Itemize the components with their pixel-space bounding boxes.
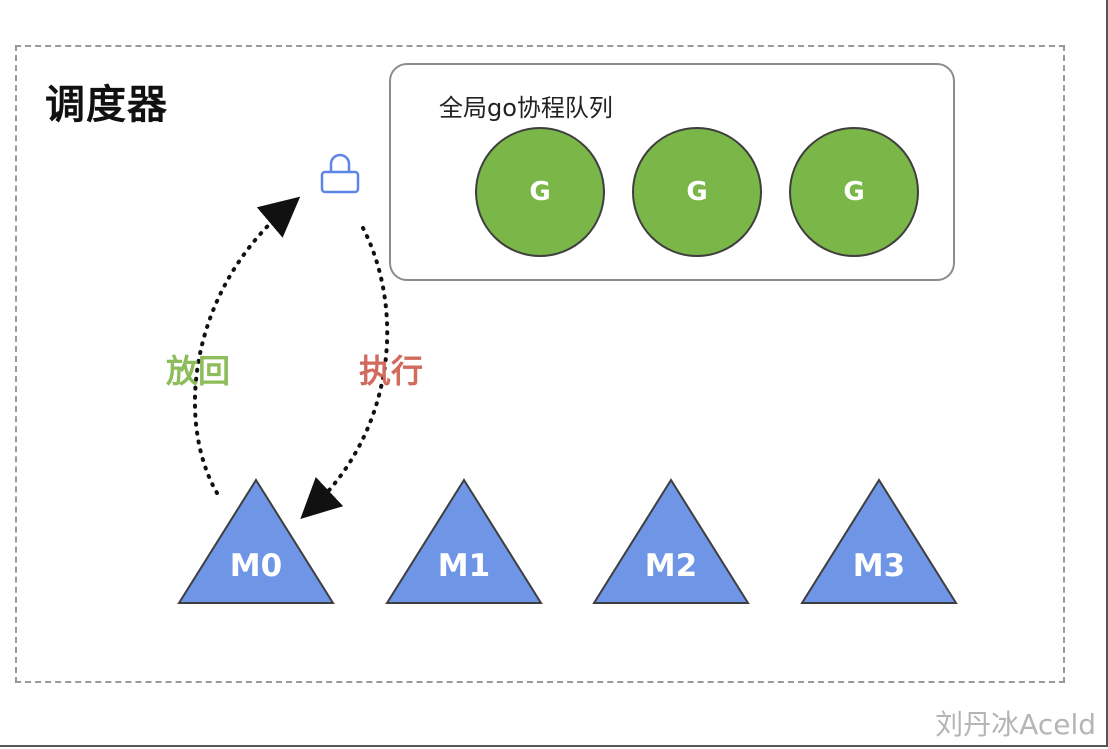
machine-triangle: M1	[385, 478, 543, 605]
goroutine-circle: G	[475, 127, 605, 257]
machine-triangle: M2	[592, 478, 750, 605]
machine-label: M3	[852, 548, 906, 584]
global-queue-label: 全局go协程队列	[439, 94, 613, 122]
machine-label: M2	[644, 548, 698, 584]
put-back-label: 放回	[166, 352, 231, 390]
scheduler-title: 调度器	[45, 82, 168, 128]
execute-arrow	[300, 226, 390, 519]
machine-triangle: M0	[177, 478, 335, 605]
machine-triangle: M3	[800, 478, 958, 605]
scheduler-container	[15, 45, 1065, 683]
execute-label: 执行	[359, 352, 424, 390]
lock-icon	[320, 153, 360, 194]
put-back-arrow	[193, 196, 301, 495]
machine-label: M1	[437, 548, 491, 584]
watermark: 刘丹冰Aceld	[935, 708, 1096, 741]
goroutine-circle: G	[632, 127, 762, 257]
goroutine-circle: G	[789, 127, 919, 257]
machine-label: M0	[229, 548, 283, 584]
